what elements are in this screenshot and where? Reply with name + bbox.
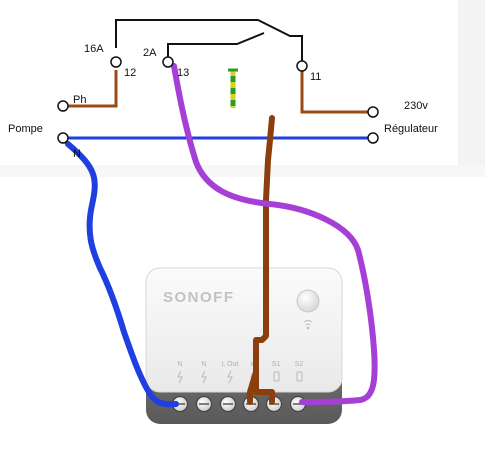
screw-terminals (171, 395, 307, 413)
screw-terminal[interactable] (195, 395, 213, 413)
relay-contacts (115, 19, 303, 62)
terminal-11 (296, 60, 308, 72)
brand-logo: SONOFF (163, 289, 235, 306)
background-shade (458, 0, 485, 165)
phase-wire-pump (64, 70, 118, 108)
label-voltage: 230v (404, 100, 428, 112)
terminal-label-s1: S1 (272, 361, 281, 368)
phase-wire-regulator (300, 70, 370, 114)
terminal-13 (162, 56, 174, 68)
relay-16a-contact (115, 19, 303, 62)
label-phase: Ph (73, 94, 86, 106)
terminal-label-n2: N (201, 361, 206, 368)
terminal-regulator-neutral (367, 132, 379, 144)
switch-icon (296, 371, 303, 382)
phase-wire-to-module (247, 115, 275, 405)
terminal-12 (110, 56, 122, 68)
switch-icon (273, 371, 280, 382)
screw-terminal[interactable] (171, 395, 189, 413)
schematic-terminals (57, 56, 379, 144)
schematic-labels: 16A 12 2A 13 11 Ph Pompe N 230v Régulate… (8, 43, 438, 160)
wifi-led-icon (303, 320, 313, 330)
earth-stub (228, 68, 238, 108)
terminal-label-lout: L Out (222, 361, 239, 368)
neutral-wire-to-module (65, 141, 179, 408)
terminal-pump-phase (57, 100, 69, 112)
label-2a: 2A (143, 47, 157, 59)
label-terminal-11: 11 (310, 71, 321, 83)
screw-terminal[interactable] (219, 395, 237, 413)
bolt-icon (227, 370, 233, 384)
background-shade (0, 165, 485, 177)
terminal-label-n1: N (177, 361, 182, 368)
bolt-icon (201, 370, 207, 384)
label-terminal-13: 13 (177, 67, 189, 79)
sonoff-module: SONOFF N N L Out In S1 S2 (145, 267, 343, 424)
phase-wires (64, 70, 370, 114)
relay-2a-contact (167, 32, 265, 62)
terminal-label-s2: S2 (295, 361, 304, 368)
label-neutral: N (73, 148, 81, 160)
label-pump: Pompe (8, 123, 43, 135)
module-body (145, 267, 343, 393)
switch-wire-to-module (171, 63, 378, 405)
bolt-icon (177, 370, 183, 384)
terminal-pump-neutral (57, 132, 69, 144)
terminal-regulator-phase (367, 106, 379, 118)
label-16a: 16A (84, 43, 104, 55)
pairing-button-icon[interactable] (296, 289, 320, 313)
label-terminal-12: 12 (124, 67, 136, 79)
label-regulator: Régulateur (384, 123, 438, 135)
